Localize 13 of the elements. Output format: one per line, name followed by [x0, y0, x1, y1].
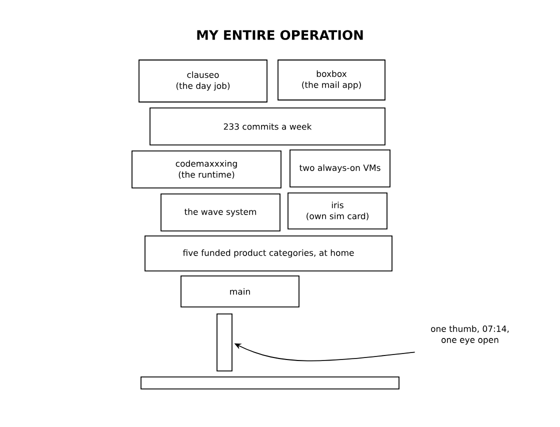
- label-box: the wave system: [160, 194, 280, 232]
- label-box: two always-on VMs: [290, 150, 390, 188]
- label-box: clauseo (the day job): [138, 60, 268, 102]
- title: MY ENTIRE OPERATION: [197, 30, 363, 40]
- note-text: one thumb, 07:14, one eye open: [431, 325, 509, 345]
- vertical-post: [216, 314, 232, 372]
- base-plank: [140, 376, 400, 390]
- label-box: 233 commits a week: [150, 108, 386, 146]
- label-box: codemaxxxing (the runtime): [132, 150, 282, 188]
- label-box: iris (own sim card): [288, 192, 388, 230]
- label-box: five funded product categories, at home: [144, 236, 392, 272]
- label-box: boxbox (the mail app): [278, 60, 386, 100]
- label-box: main: [180, 276, 300, 308]
